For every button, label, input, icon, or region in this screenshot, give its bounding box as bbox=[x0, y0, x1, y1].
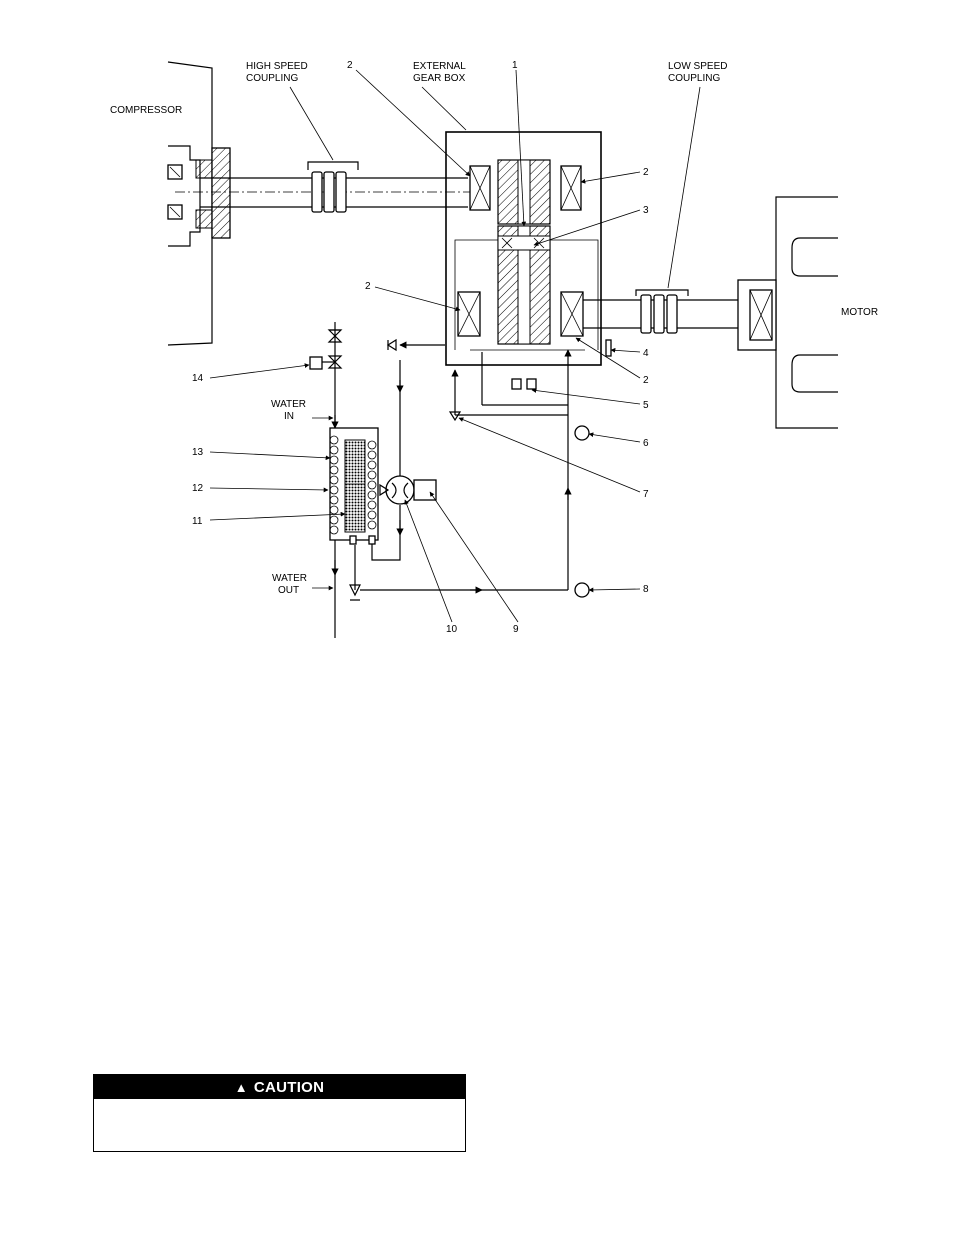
oil-circuit bbox=[349, 338, 612, 601]
caution-box: ▲ CAUTION bbox=[93, 1074, 466, 1152]
gearbox-lubrication-diagram: COMPRESSOR HIGH SPEED COUPLING EXTERNAL … bbox=[110, 60, 878, 638]
cooler-coils bbox=[329, 435, 377, 535]
label-high-speed-coupling-1: HIGH SPEED bbox=[246, 61, 308, 72]
callout-6: 6 bbox=[643, 438, 649, 449]
callout-2-bottom-left: 2 bbox=[365, 281, 371, 292]
callout-10: 10 bbox=[446, 624, 458, 635]
callout-14: 14 bbox=[192, 373, 204, 384]
callout-3: 3 bbox=[643, 205, 649, 216]
label-low-speed-coupling-2: COUPLING bbox=[668, 73, 720, 84]
high-speed-coupling bbox=[307, 161, 359, 213]
callout-5: 5 bbox=[643, 400, 649, 411]
compressor bbox=[167, 61, 231, 346]
callout-8: 8 bbox=[643, 584, 649, 595]
label-compressor: COMPRESSOR bbox=[110, 105, 182, 116]
label-external-gear-box-1: EXTERNAL bbox=[413, 61, 466, 72]
leader-lines bbox=[209, 69, 701, 623]
callout-13: 13 bbox=[192, 447, 204, 458]
label-water-out-2: OUT bbox=[278, 585, 299, 596]
label-motor: MOTOR bbox=[841, 307, 878, 318]
caution-header: ▲ CAUTION bbox=[94, 1075, 465, 1099]
callout-4: 4 bbox=[643, 348, 649, 359]
label-high-speed-coupling-2: COUPLING bbox=[246, 73, 298, 84]
callout-12: 12 bbox=[192, 483, 204, 494]
label-water-in-2: IN bbox=[284, 411, 294, 422]
label-water-out-1: WATER bbox=[272, 573, 307, 584]
label-low-speed-coupling-1: LOW SPEED bbox=[668, 61, 727, 72]
label-external-gear-box-2: GEAR BOX bbox=[413, 73, 466, 84]
callout-11: 11 bbox=[192, 516, 203, 527]
callout-2-top-left: 2 bbox=[347, 60, 353, 71]
warning-triangle-icon: ▲ bbox=[234, 1079, 248, 1095]
callout-1: 1 bbox=[512, 60, 518, 71]
callout-2-bottom-right: 2 bbox=[643, 375, 649, 386]
motor bbox=[737, 196, 838, 429]
caution-title: CAUTION bbox=[253, 1078, 325, 1096]
callout-9: 9 bbox=[513, 624, 519, 635]
oil-cooler bbox=[309, 322, 379, 638]
callout-2-top-right: 2 bbox=[643, 167, 649, 178]
external-gear-box bbox=[445, 131, 602, 366]
callout-7: 7 bbox=[643, 489, 649, 500]
low-speed-coupling bbox=[635, 289, 689, 334]
label-water-in-1: WATER bbox=[271, 399, 306, 410]
